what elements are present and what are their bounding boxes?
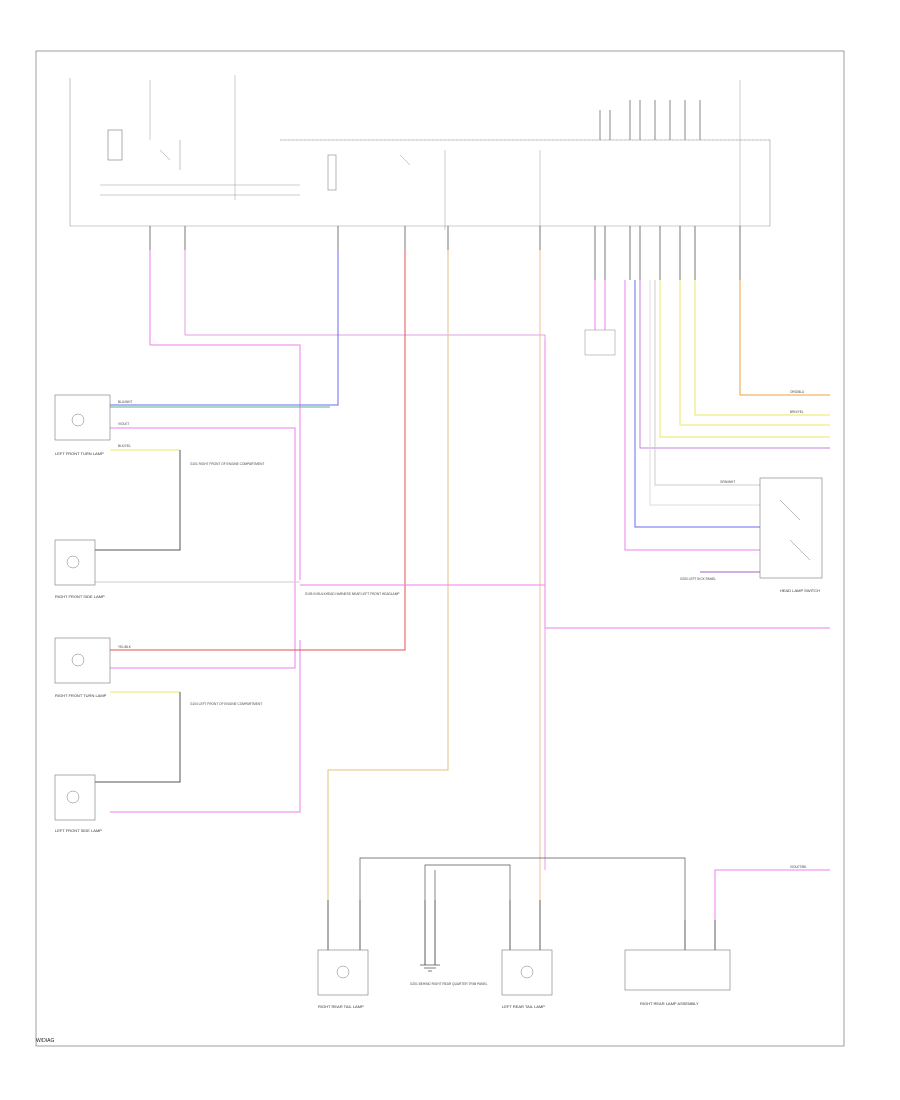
wire-gray-1 bbox=[184, 250, 546, 870]
right-front-turn-lamp: RIGHT FRONT TURN LAMP bbox=[54, 637, 111, 698]
fuse-box-block bbox=[107, 129, 123, 161]
headlamp-switch: HEAD LAMP SWITCH bbox=[759, 477, 823, 593]
wire-rear-ground bbox=[359, 857, 686, 920]
top-right-connectors bbox=[599, 100, 701, 140]
wire-orange-right bbox=[739, 280, 830, 396]
wire-label-blk-yel: BLK/YEL bbox=[118, 444, 131, 448]
wire-rear-ground-2 bbox=[424, 864, 511, 900]
wires bbox=[95, 250, 830, 920]
wire-blue-right bbox=[634, 280, 760, 528]
left-rear-tail-lamp-label: LEFT REAR TAIL LAMP bbox=[502, 1004, 545, 1009]
rear-lamp-assembly: RIGHT REAR LAMP ASSEMBLY bbox=[624, 949, 731, 1006]
wire-pink-2 bbox=[110, 427, 296, 669]
right-rear-tail-lamp: RIGHT REAR TAIL LAMP bbox=[317, 949, 369, 1009]
ground-note-1: G101 RIGHT FRONT OF ENGINE COMPARTMENT bbox=[190, 462, 264, 466]
ground-note-2: G104 LEFT FRONT OF ENGINE COMPARTMENT bbox=[190, 702, 262, 706]
right-front-side-lamp-label: RIGHT FRONT SIDE LAMP bbox=[55, 594, 105, 599]
wire-label-brn-yel: BRN/YEL bbox=[790, 410, 804, 414]
left-front-turn-lamp-label: LEFT FRONT TURN LAMP bbox=[55, 451, 104, 456]
wire-tan bbox=[327, 250, 449, 900]
wire-yellow-right-1 bbox=[694, 280, 830, 416]
rear-ground-note: G201 BEHIND RIGHT REAR QUARTER TRIM PANE… bbox=[410, 982, 488, 986]
wire-label-yel-blk: YEL/BLK bbox=[118, 645, 132, 649]
wire-pink-long bbox=[300, 584, 830, 629]
wire-gray-right-2 bbox=[649, 280, 760, 506]
right-rear-tail-lamp-label: RIGHT REAR TAIL LAMP bbox=[318, 1004, 364, 1009]
switch-ground-note: G200 LEFT KICK PANEL bbox=[680, 577, 716, 581]
wire-yellow-right-2 bbox=[679, 280, 830, 426]
wire-pink-right bbox=[624, 280, 760, 551]
central-junction-box bbox=[69, 75, 771, 230]
ground-symbol-rear bbox=[420, 964, 440, 972]
wire-black-2 bbox=[95, 692, 181, 783]
wire-pink-main bbox=[110, 250, 301, 813]
wire-label-org-blu: ORG/BLU bbox=[790, 390, 805, 394]
wire-red bbox=[110, 250, 406, 651]
left-rear-tail-lamp: LEFT REAR TAIL LAMP bbox=[501, 949, 553, 1009]
left-front-side-lamp-label: LEFT FRONT SIDE LAMP bbox=[55, 828, 102, 833]
wire-violet-right bbox=[639, 280, 830, 449]
wire-gray-right bbox=[654, 280, 760, 486]
wire-pink-rear bbox=[714, 869, 830, 920]
wire-label-violet-bk: VIOLET/BK bbox=[790, 865, 807, 869]
rear-lamp-assembly-label: RIGHT REAR LAMP ASSEMBLY bbox=[640, 1001, 699, 1006]
wire-black-1 bbox=[95, 450, 181, 551]
left-front-turn-lamp: LEFT FRONT TURN LAMP bbox=[54, 394, 111, 456]
connector-stubs bbox=[149, 226, 741, 280]
diagram-frame bbox=[35, 50, 845, 1047]
headlamp-switch-label: HEAD LAMP SWITCH bbox=[780, 588, 820, 593]
wire-label-grn-wht: GRN/WHT bbox=[720, 480, 735, 484]
right-front-turn-lamp-label: RIGHT FRONT TURN LAMP bbox=[55, 693, 107, 698]
right-front-side-lamp: RIGHT FRONT SIDE LAMP bbox=[54, 539, 105, 599]
wire-pink-ground bbox=[594, 280, 606, 330]
wire-yellow-right-3 bbox=[659, 280, 830, 438]
rear-connectors bbox=[327, 900, 716, 965]
wire-label-blu-wht: BLU/WHT bbox=[118, 400, 132, 404]
splice-note: S105 IN BULKHEAD HARNESS NEAR LEFT FRONT… bbox=[305, 592, 399, 596]
left-front-side-lamp: LEFT FRONT SIDE LAMP bbox=[54, 774, 102, 833]
ground-splice bbox=[584, 329, 616, 356]
wire-blue bbox=[110, 250, 339, 406]
relay-block bbox=[327, 154, 337, 191]
frame-id: W/DIAG bbox=[36, 1038, 55, 1044]
wire-label-violet: VIOLET bbox=[118, 422, 129, 426]
